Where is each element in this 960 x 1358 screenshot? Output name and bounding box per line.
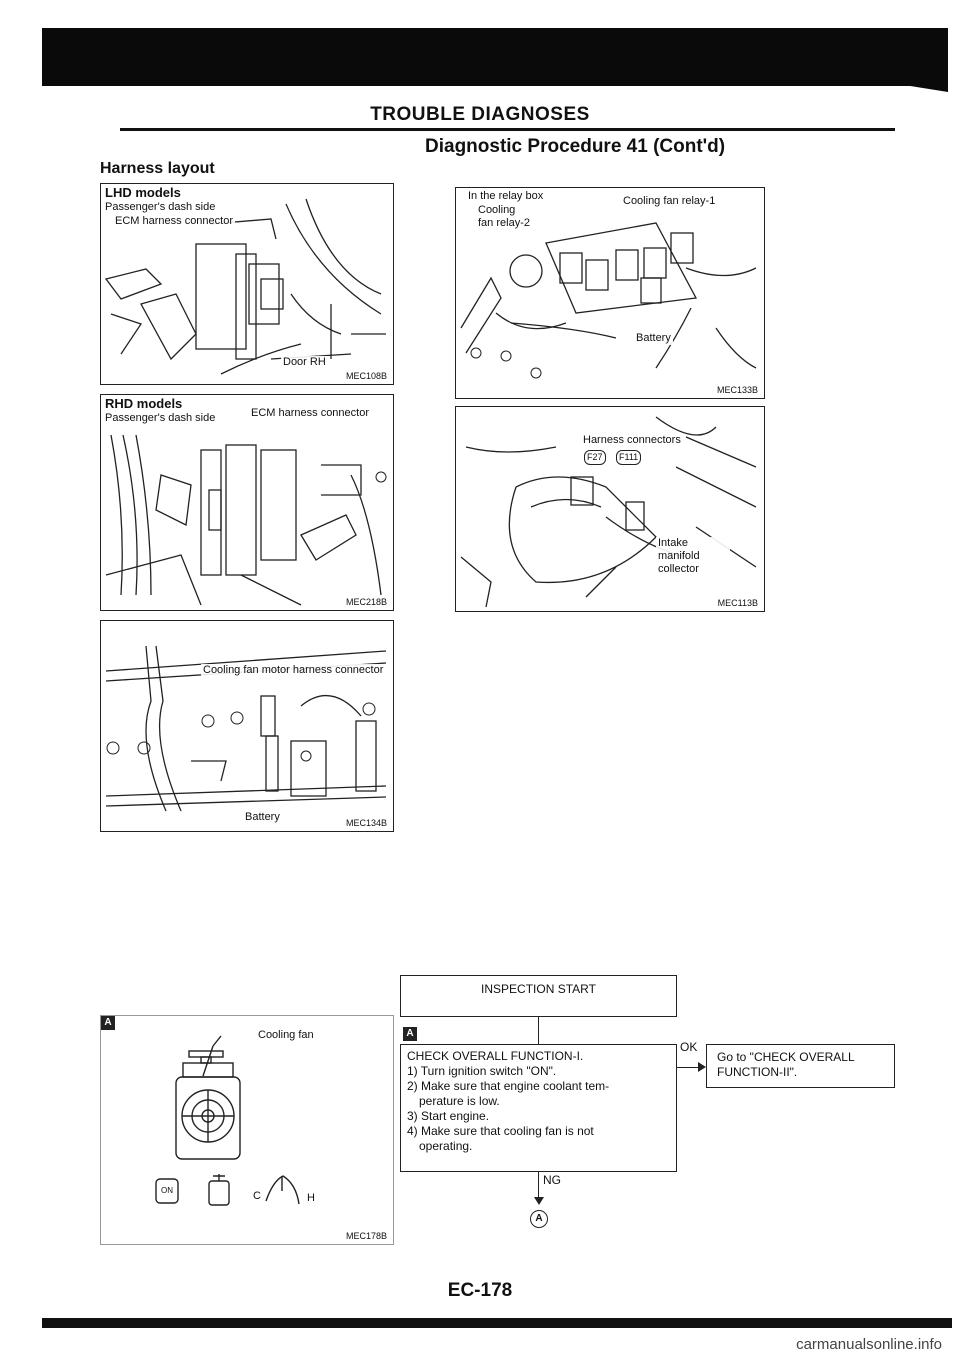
figure-cooling-fan-check: A Cooling fan ON C H MEC178B [100, 1015, 394, 1245]
flow-ok-connector [676, 1067, 701, 1068]
fan-check-label: Cooling fan [256, 1029, 316, 1042]
flow-ng-label: NG [543, 1173, 561, 1187]
flow-start-text: INSPECTION START [481, 982, 596, 996]
lhd-label-door: Door RH [281, 356, 328, 369]
rhd-drawing [105, 434, 387, 606]
flow-step-1: 1) Turn ignition switch "ON". [407, 1064, 557, 1078]
rhd-heading: RHD models [103, 396, 185, 411]
temp-cold-symbol: C [253, 1190, 261, 1202]
flow-next-marker: A [535, 1213, 543, 1224]
lhd-label-dash: Passenger's dash side [103, 201, 218, 214]
relay-label-box: In the relay box [466, 190, 546, 203]
flow-step-3: 3) Start engine. [407, 1109, 490, 1123]
flow-marker-a: A [403, 1027, 417, 1041]
flow-ok-label: OK [680, 1040, 698, 1054]
page-number: EC-178 [447, 1280, 513, 1301]
figure-intake-manifold: Harness connectors F27 F111 Intake manif… [455, 406, 765, 612]
flow-connector-ng [538, 1171, 539, 1199]
intake-code: MEC113B [715, 598, 760, 608]
flow-next-circle: A [530, 1210, 548, 1228]
relay-code: MEC133B [714, 385, 760, 395]
fan-motor-label-connector: Cooling fan motor harness connector [201, 664, 386, 677]
fan-check-code: MEC178B [343, 1231, 389, 1241]
top-black-bar [42, 28, 945, 86]
flow-ok-result-line2: FUNCTION-II". [717, 1065, 798, 1079]
intake-label-f27: F27 [584, 450, 606, 465]
fan-check-drawing [155, 1035, 300, 1206]
bottom-black-bar [42, 1318, 952, 1328]
header-rule [120, 128, 895, 131]
watermark: carmanualsonline.info [796, 1336, 942, 1353]
page-subtitle: Diagnostic Procedure 41 (Cont'd) [425, 136, 726, 157]
flow-step-4: 4) Make sure that cooling fan is not [407, 1124, 594, 1138]
page-title: TROUBLE DIAGNOSES [370, 104, 590, 125]
intake-label-collector: Intake manifold collector [656, 537, 730, 576]
flow-check-box: CHECK OVERALL FUNCTION-I. 1) Turn igniti… [400, 1044, 677, 1172]
flow-step-4b: operating. [419, 1139, 473, 1153]
ignition-on-symbol: ON [161, 1186, 173, 1195]
lhd-label-ecm: ECM harness connector [113, 215, 235, 228]
flow-ok-result-line1: Go to "CHECK OVERALL [717, 1050, 855, 1064]
figure-rhd-models: RHD models Passenger's dash side ECM har… [100, 394, 394, 611]
relay-label-relay1: Cooling fan relay-1 [621, 195, 718, 208]
rhd-code: MEC218B [343, 597, 389, 607]
intake-label-harness: Harness connectors [581, 434, 683, 447]
temp-hot-symbol: H [307, 1192, 315, 1204]
fan-check-marker: A [101, 1016, 115, 1030]
lhd-drawing [104, 198, 386, 375]
flow-ok-arrow-icon [698, 1062, 706, 1072]
fan-motor-code: MEC134B [343, 818, 389, 828]
lhd-code: MEC108B [343, 371, 389, 381]
relay-box-drawing [460, 222, 757, 379]
relay-label-relay2: Cooling fan relay-2 [476, 204, 532, 230]
intake-drawing [460, 416, 757, 608]
fan-motor-label-battery: Battery [243, 811, 282, 824]
flow-step-2b: perature is low. [419, 1094, 500, 1108]
flow-step-2: 2) Make sure that engine coolant tem- [407, 1079, 610, 1093]
flow-connector-start [538, 1016, 539, 1056]
rhd-label-dash: Passenger's dash side [103, 412, 218, 425]
flow-start-box: INSPECTION START [400, 975, 677, 1017]
top-black-bar-tail [900, 28, 948, 92]
section-title: Harness layout [100, 160, 215, 177]
lhd-heading: LHD models [103, 185, 183, 200]
figure-cooling-fan-motor: Cooling fan motor harness connector Batt… [100, 620, 394, 832]
flow-check-title: CHECK OVERALL FUNCTION-I. [407, 1049, 584, 1063]
fan-motor-drawing [105, 645, 387, 812]
figure-lhd-models: LHD models Passenger's dash side ECM har… [100, 183, 394, 385]
relay-label-battery: Battery [634, 332, 673, 345]
figure-relay-box: In the relay box Cooling fan relay-2 Coo… [455, 187, 765, 399]
flow-ok-result-box: Go to "CHECK OVERALL FUNCTION-II". [706, 1044, 895, 1088]
flow-ng-arrow-icon [534, 1197, 544, 1205]
intake-label-f111: F111 [616, 450, 642, 465]
rhd-label-ecm: ECM harness connector [249, 407, 371, 420]
